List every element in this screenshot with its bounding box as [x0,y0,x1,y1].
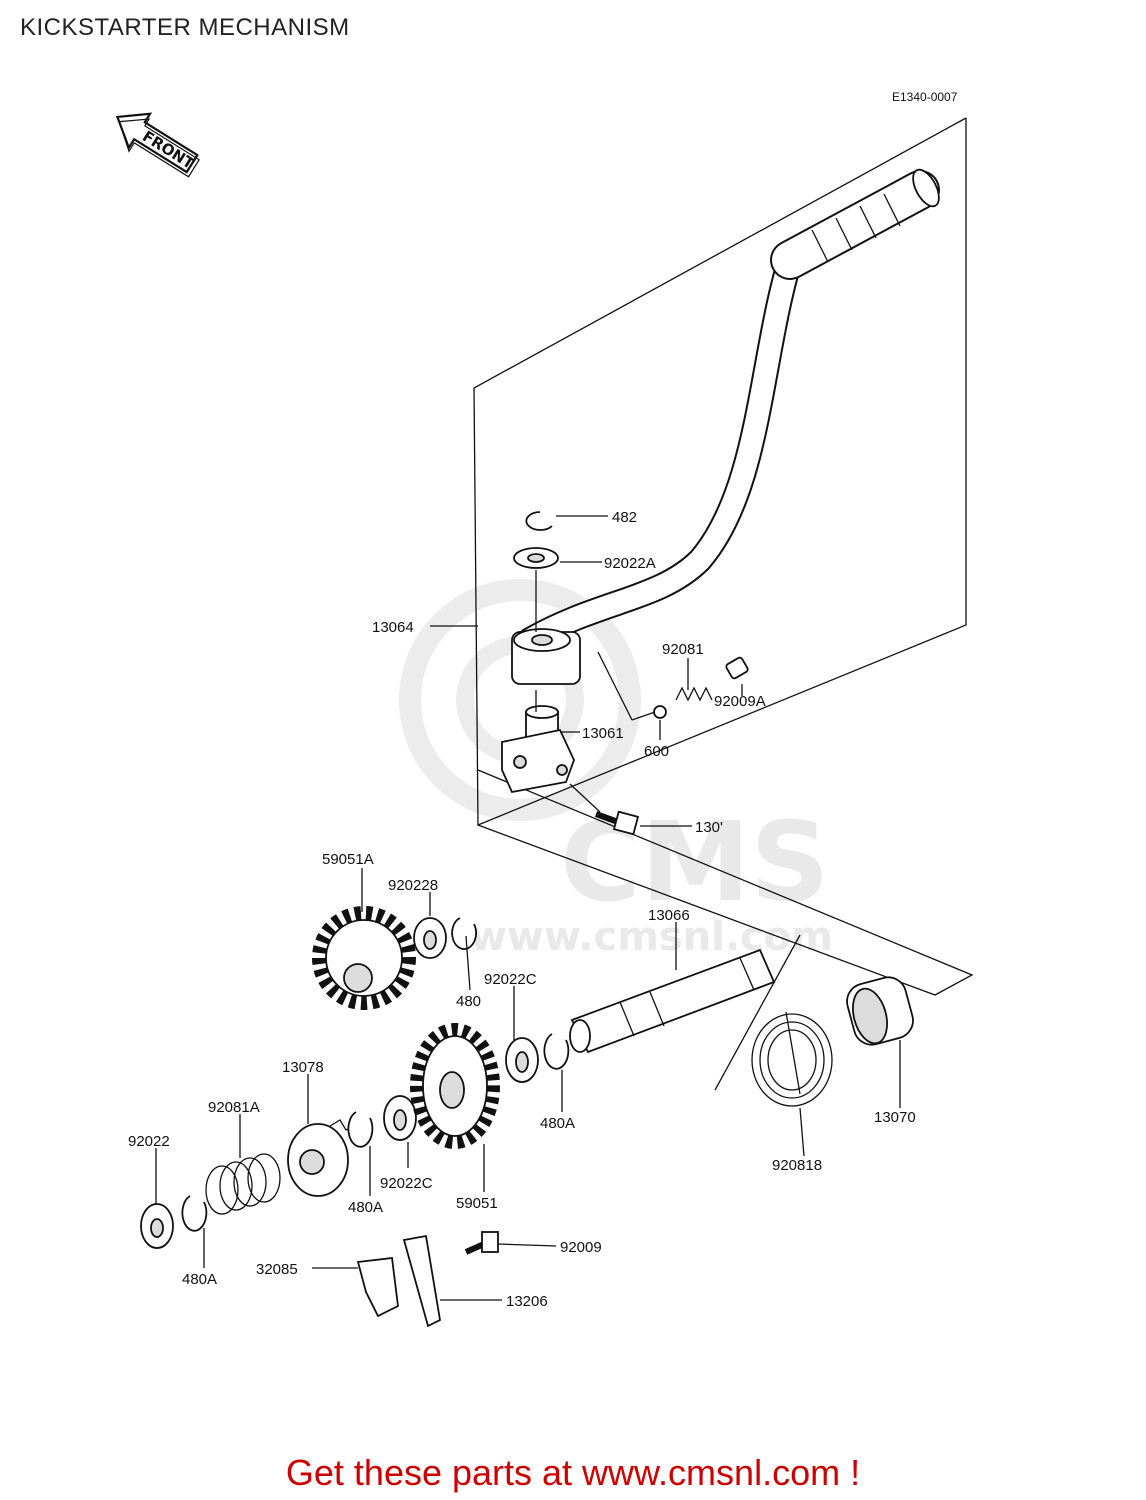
callout-480a-b[interactable]: 480A [182,1271,217,1288]
callout-92022a[interactable]: 92022A [604,555,656,572]
callout-480a-a[interactable]: 480A [540,1115,575,1132]
callout-920228[interactable]: 920228 [388,877,438,894]
plug-92009a-icon [725,656,749,680]
gear-59051-icon [410,1023,500,1149]
callout-92009a[interactable]: 92009A [714,693,766,710]
spring-92081-icon [675,686,713,702]
ratchet-13078-icon [287,1119,359,1197]
callout-13070[interactable]: 13070 [874,1109,916,1126]
callout-13206[interactable]: 13206 [506,1293,548,1310]
callout-480[interactable]: 480 [456,993,481,1010]
gear-59051a-icon [312,906,416,1010]
callout-92022c-a[interactable]: 92022C [484,971,537,988]
ball-600-icon [653,705,667,719]
circlip-480-icon [451,917,477,950]
callout-13078[interactable]: 13078 [282,1059,324,1076]
spring-guide-13070-icon [846,976,914,1046]
plate-32085-icon [356,1257,399,1318]
callout-92022[interactable]: 92022 [128,1133,170,1150]
callout-13064[interactable]: 13064 [372,619,414,636]
callout-92009[interactable]: 92009 [560,1239,602,1256]
return-spring-920818-icon [751,1011,833,1107]
callout-482[interactable]: 482 [612,509,637,526]
callout-1301[interactable]: 130' [695,819,723,836]
callout-32085[interactable]: 32085 [256,1261,298,1278]
callout-480a-c[interactable]: 480A [348,1199,383,1216]
front-arrow-icon: FRONT [115,112,200,178]
circlip-482-icon [525,511,553,531]
callout-92081[interactable]: 92081 [662,641,704,658]
callout-13061[interactable]: 13061 [582,725,624,742]
callout-13066[interactable]: 13066 [648,907,690,924]
spring-92081a-icon [205,1153,281,1215]
callout-600[interactable]: 600 [644,743,669,760]
circlip-480a-a-icon [543,1033,570,1070]
bolt-92009-icon [464,1231,499,1255]
callout-59051[interactable]: 59051 [456,1195,498,1212]
watermark: CMS www.cmsnl.com [399,579,833,960]
callout-920818[interactable]: 920818 [772,1157,822,1174]
part-callouts: 482 92022A 13064 92081 92009A 13061 600 … [128,509,916,1310]
watermark-url: www.cmsnl.com [470,914,833,960]
callout-92022c-b[interactable]: 92022C [380,1175,433,1192]
diagram-code: E1340-0007 [892,90,958,104]
callout-92081a[interactable]: 92081A [208,1099,260,1116]
kick-boss-13061 [501,705,575,794]
circlip-480a-c-icon [347,1111,374,1148]
guide-13206-icon [402,1234,441,1328]
circlip-480a-b-icon [181,1195,208,1232]
kick-pedal-lever [511,168,940,685]
kick-shaft-13066 [569,948,776,1054]
page-title: KICKSTARTER MECHANISM [20,14,350,41]
leader-lines [155,515,901,1301]
footer-promo-text[interactable]: Get these parts at www.cmsnl.com ! [285,1452,861,1493]
bolt-1301-icon [594,810,640,836]
callout-59051a[interactable]: 59051A [322,851,374,868]
